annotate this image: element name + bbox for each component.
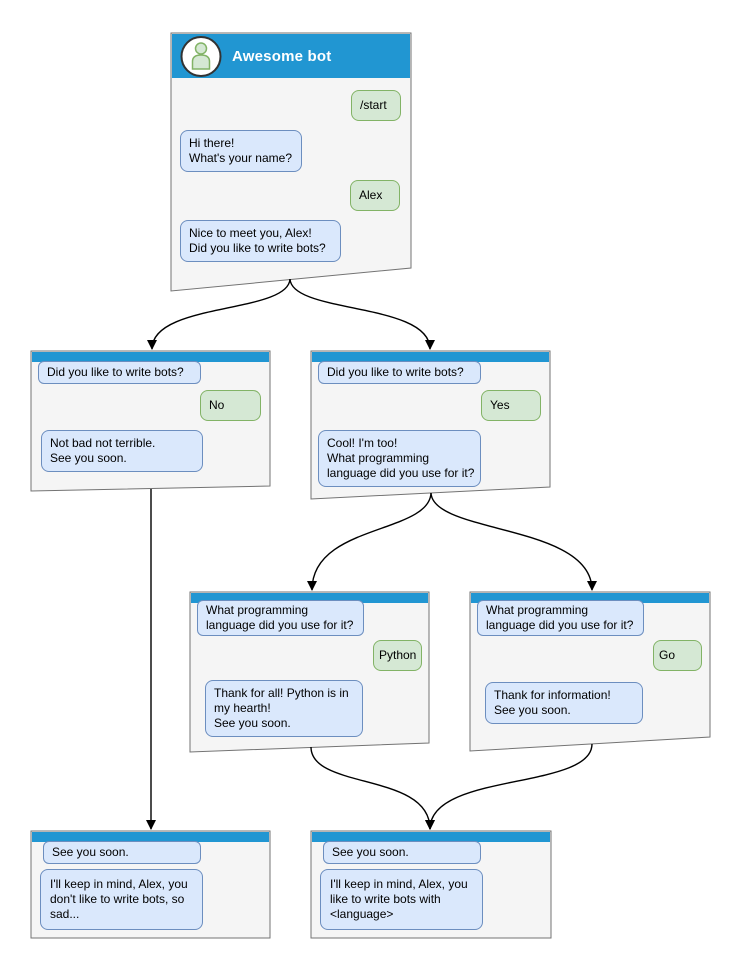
user-message-bubble: /start — [351, 90, 401, 121]
chat-window-no-header — [32, 352, 269, 362]
bot-message-bubble: Not bad not terrible. See you soon. — [41, 430, 203, 472]
connector-root-to-no — [147, 278, 291, 350]
bot-message-bubble: Did you like to write bots? — [318, 361, 481, 384]
user-message-bubble: Go — [653, 640, 702, 671]
bot-message-bubble: See you soon. — [43, 841, 201, 864]
bot-message-bubble: Thank for information! See you soon. — [485, 682, 643, 724]
chat-window-end-yes-header — [312, 832, 550, 842]
user-message-bubble: Python — [373, 640, 422, 671]
chat-window-go-header — [471, 593, 709, 603]
bot-message-bubble: What programming language did you use fo… — [477, 600, 644, 636]
bot-message-bubble: Thank for all! Python is in my hearth! S… — [205, 680, 363, 737]
chat-window-python-header — [191, 593, 428, 603]
bot-message-bubble: What programming language did you use fo… — [197, 600, 364, 636]
chat-window-yes-header — [312, 352, 549, 362]
connector-go-to-end — [425, 743, 593, 830]
user-message-bubble: Alex — [350, 180, 400, 211]
connector-python-to-end — [310, 746, 435, 830]
bot-message-bubble: Did you like to write bots? — [38, 361, 201, 384]
bot-message-bubble: I'll keep in mind, Alex, you like to wri… — [320, 869, 483, 930]
user-message-bubble: No — [200, 390, 261, 421]
chat-window-end-no-header — [32, 832, 269, 842]
connector-yes-to-go — [430, 492, 597, 591]
connector-yes-to-python — [307, 492, 432, 591]
bot-message-bubble: See you soon. — [323, 841, 481, 864]
bot-avatar-icon — [180, 36, 222, 77]
bot-message-bubble: Hi there! What's your name? — [180, 130, 302, 172]
chat-window-title: Awesome bot — [232, 47, 332, 65]
bot-message-bubble: Nice to meet you, Alex! Did you like to … — [180, 220, 341, 262]
connector-root-to-yes — [289, 278, 435, 350]
bot-message-bubble: Cool! I'm too! What programming language… — [318, 430, 481, 487]
bot-message-bubble: I'll keep in mind, Alex, you don't like … — [40, 869, 203, 930]
user-message-bubble: Yes — [481, 390, 541, 421]
